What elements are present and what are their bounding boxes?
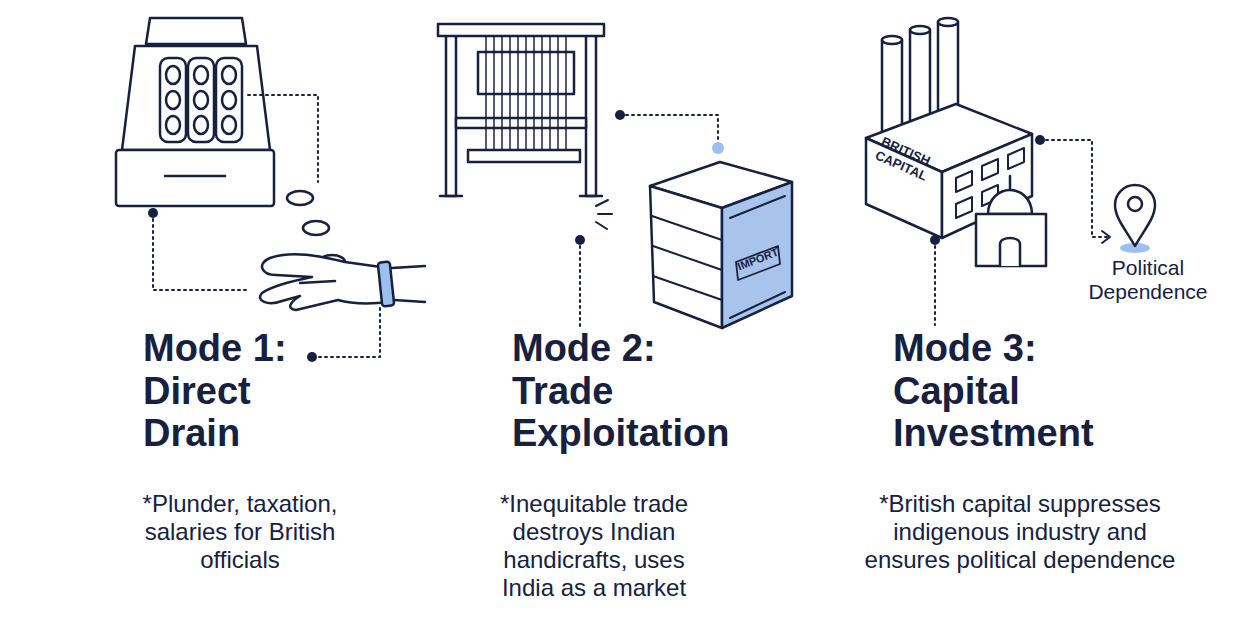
- loom-icon: [525, 36, 527, 150]
- arrowhead: [1102, 231, 1110, 243]
- factory-icon: [882, 36, 902, 44]
- leader-dot: [1035, 135, 1045, 145]
- cash-register-icon: [166, 91, 180, 109]
- cash-register-icon: [116, 18, 274, 206]
- cash-register-icon: [216, 58, 242, 142]
- cash-register-icon: [222, 66, 236, 84]
- chevron-path: [792, 97, 1242, 472]
- spark-mark: [596, 200, 612, 229]
- leader-line: [312, 308, 380, 357]
- leader-dot: [575, 235, 585, 245]
- loom-icon: [565, 36, 567, 150]
- loom-icon: [549, 36, 551, 150]
- hand-icon: [392, 266, 425, 302]
- leader-line: [153, 213, 250, 290]
- cash-register-icon: [166, 66, 180, 84]
- leader-dot: [930, 235, 940, 245]
- loom-icon: [446, 30, 456, 196]
- mosque-icon: [976, 214, 1046, 266]
- mode-heading: Mode 1: Direct Drain: [143, 327, 343, 455]
- mode-description: *Plunder, taxation, salaries for British…: [120, 490, 360, 574]
- loom-icon: [493, 36, 495, 150]
- spark-mark: [596, 200, 612, 229]
- loom-icon: [533, 36, 535, 150]
- import-crate-icon: [650, 162, 792, 328]
- leader-line: [248, 95, 318, 182]
- mosque-icon: [1009, 176, 1012, 190]
- map-pin-icon: [1115, 185, 1155, 253]
- mode-chevron: Mode 1: Direct Drain *Plunder, taxation, …: [30, 95, 487, 574]
- leader-dot: [615, 110, 625, 120]
- map-pin-icon: [1128, 197, 1142, 211]
- leader-dot: [307, 352, 317, 362]
- mode-heading: Mode 2: Trade Exploitation: [512, 327, 747, 455]
- cash-register-icon: [146, 18, 246, 44]
- leader-dot: [148, 208, 158, 218]
- mode-description: *Inequitable trade destroys Indian handi…: [479, 490, 709, 602]
- hand-icon: [260, 254, 425, 310]
- cash-register-icon: [194, 91, 208, 109]
- loom-icon: [509, 36, 511, 150]
- leader-line: [935, 140, 1108, 325]
- loom-icon: [485, 36, 487, 150]
- leader-line: [580, 115, 718, 330]
- chevron-path: [407, 97, 870, 472]
- leader-line: [153, 95, 380, 357]
- factory-icon: [982, 159, 998, 180]
- factory-icon: [866, 18, 1032, 238]
- hand-icon: [260, 254, 390, 310]
- chevron-path: [32, 97, 485, 472]
- cash-register-icon: [166, 116, 180, 134]
- coins-icon: [287, 191, 313, 205]
- cash-register-icon: [222, 116, 236, 134]
- leader-line: [1040, 140, 1108, 237]
- cash-register-icon: [165, 175, 225, 178]
- factory-icon: [910, 26, 930, 34]
- factory-icon: [956, 197, 972, 218]
- leader-line: [620, 115, 718, 142]
- mosque-icon: [976, 176, 1046, 266]
- mode-description: *British capital suppresses indigenous i…: [855, 490, 1185, 574]
- pin-label: Political Dependence: [1068, 256, 1228, 304]
- cash-register-icon: [160, 58, 186, 142]
- factory-icon: [956, 171, 972, 192]
- cash-register-icon: [116, 150, 274, 206]
- chevron-outline: [30, 95, 487, 474]
- loom-icon: [517, 36, 519, 150]
- cash-register-icon: [194, 66, 208, 84]
- mosque-icon: [1000, 238, 1020, 266]
- loom-icon: [501, 36, 503, 150]
- cash-register-icon: [122, 46, 270, 150]
- loom-icon: [440, 195, 602, 198]
- loom-icon: [586, 30, 596, 196]
- factory-icon: [1008, 148, 1024, 169]
- mosque-icon: [988, 190, 1032, 214]
- import-crate-icon: [730, 196, 785, 318]
- leader-line: [934, 240, 936, 325]
- leader-line: [579, 240, 581, 330]
- import-crate-icon: [722, 182, 792, 328]
- import-crate-icon: [652, 216, 722, 300]
- mode-chevron: Mode 2: Trade Exploitation *Inequitable t…: [405, 95, 872, 602]
- cash-register-icon: [222, 91, 236, 109]
- loom-icon: [557, 36, 559, 150]
- cash-register-icon: [194, 116, 208, 134]
- factory-icon: [938, 18, 958, 26]
- leader-dot: [712, 142, 724, 154]
- loom-icon: [486, 36, 566, 150]
- loom-icon: [438, 24, 604, 196]
- map-pin-icon: [1115, 185, 1155, 246]
- import-crate-icon: [650, 186, 722, 328]
- coins-icon: [303, 221, 329, 235]
- hand-icon: [300, 281, 335, 283]
- loom-icon: [438, 24, 604, 36]
- mode-chevron: Mode 3: Capital Investment *British capit…: [790, 95, 1244, 574]
- loom-icon: [541, 36, 543, 150]
- loom-icon: [468, 150, 580, 162]
- mode-heading: Mode 3: Capital Investment: [893, 327, 1118, 455]
- cash-register-icon: [188, 58, 214, 142]
